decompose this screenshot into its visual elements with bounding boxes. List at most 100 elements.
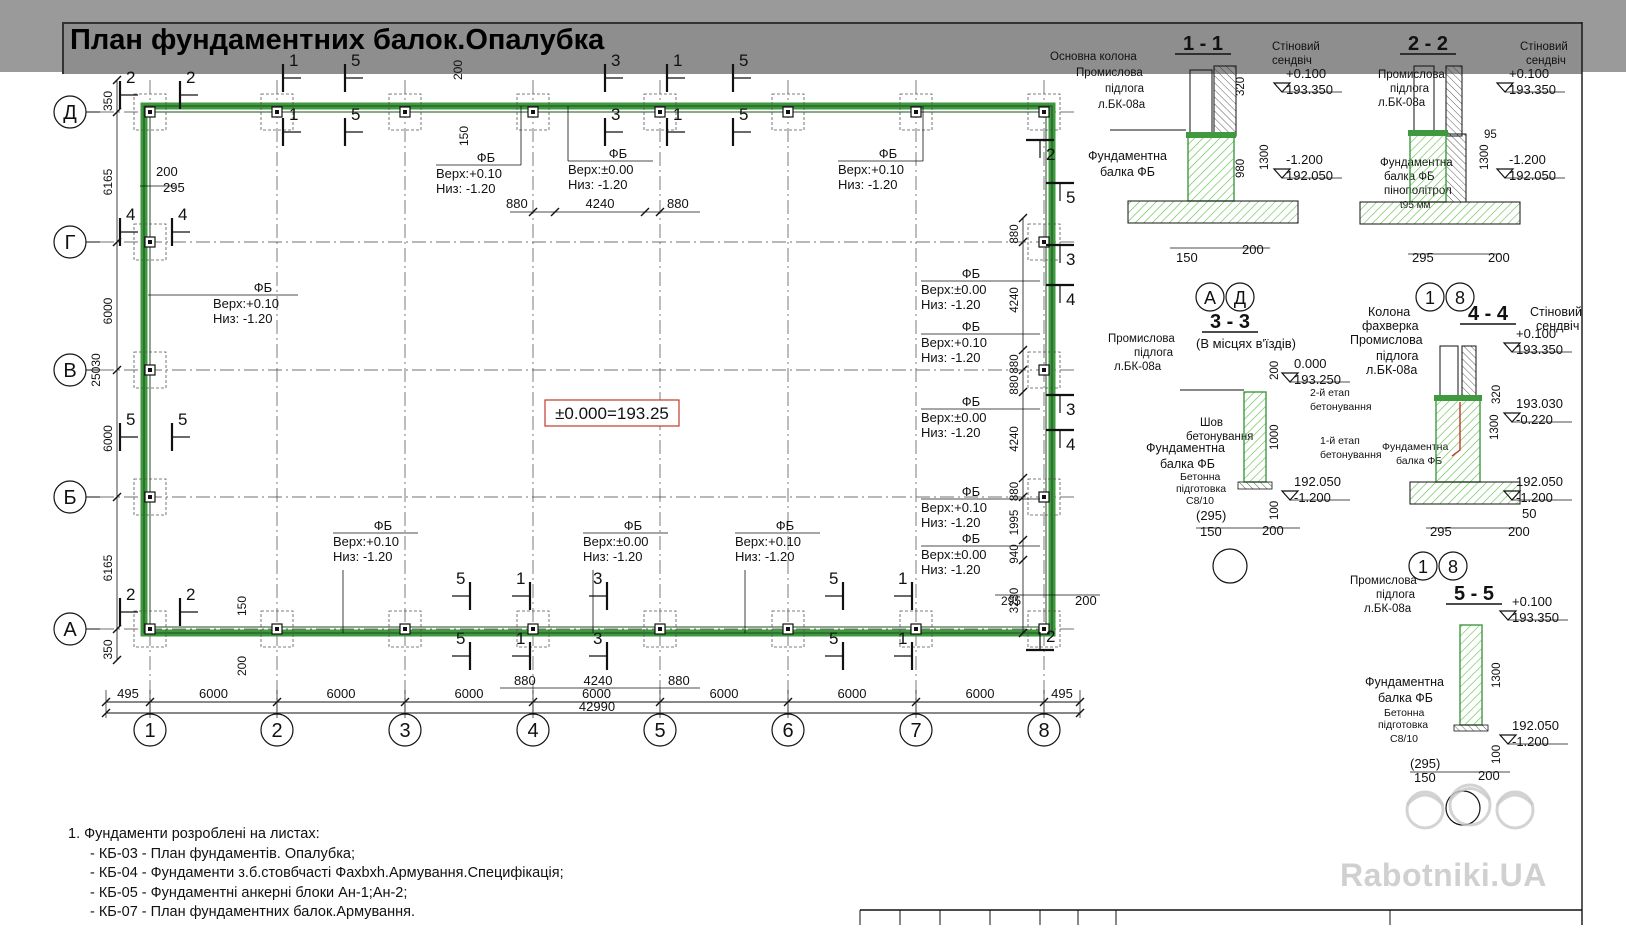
level-value: +0.100 [1516, 326, 1556, 341]
fb-label-name: ФБ [374, 518, 392, 533]
column-core [1042, 627, 1046, 631]
column-core [786, 110, 790, 114]
section-label: Фундаментна [1146, 441, 1225, 455]
section-cut-mark: 1 [894, 629, 914, 670]
column-pad [388, 93, 422, 131]
section-dim: 150 [1200, 524, 1222, 539]
dimension-tick [528, 207, 538, 217]
axis-label-row: Д [63, 102, 77, 124]
section-label: балка ФБ [1100, 165, 1155, 179]
section-axis-bubble [1225, 282, 1255, 312]
elevation-mark: ±0.000=193.25 [555, 404, 669, 423]
dimension-tick [112, 107, 122, 117]
section-axis-label: А [1204, 288, 1216, 308]
section-sandwich-panel [1213, 65, 1237, 137]
section-axis-bubble [1195, 282, 1225, 312]
section-cut-mark: 4 [118, 205, 138, 246]
fb-label-top: Верх:+0.10 [213, 296, 279, 311]
note-line: - КБ-03 - План фундаментів. Опалубка; [90, 845, 355, 862]
section-cut-mark: 2 [118, 585, 138, 626]
column-pad [899, 610, 933, 648]
level-value: 193.350 [1286, 82, 1333, 97]
section-title-1: 1 - 1 [1183, 33, 1223, 55]
section-dim: 1300 [1259, 144, 1271, 170]
fb-label-bottom: Низ: -1.20 [921, 297, 980, 312]
section-concrete-base [1237, 481, 1273, 490]
section-cut-mark: 3 [589, 629, 609, 670]
section-cut-label: 5 [1066, 188, 1075, 207]
dimension-value: 1995 [1009, 510, 1021, 536]
section-axis-label: Д [1234, 288, 1246, 308]
dimension-value: 150 [457, 126, 471, 146]
note-line: - КБ-05 - Фундаментні анкерні блоки Ан-1… [90, 884, 408, 901]
dimension-value: 6000 [101, 297, 115, 324]
section-label: підлога [1105, 83, 1145, 95]
section-foundation-beam [1435, 397, 1481, 483]
section-cut-mark: 2 [178, 68, 198, 109]
column-pad [643, 93, 677, 131]
section-footing [1409, 481, 1521, 505]
section-cut-label: 5 [351, 105, 360, 124]
section-cut-label: 5 [178, 410, 187, 429]
section-beam-top [1186, 132, 1236, 138]
dimension-tick [911, 697, 921, 707]
axis-label-column: 6 [782, 720, 793, 742]
section-label: Промислова [1350, 333, 1423, 347]
section-title-3: 3 - 3 [1210, 311, 1250, 333]
dimension-value: 6000 [455, 686, 484, 701]
section-cut-mark: 2 [118, 68, 138, 109]
column-core [1042, 495, 1046, 499]
level-value: 192.050 [1286, 168, 1333, 183]
elevation-mark-group: ±0.000=193.25 [544, 399, 680, 427]
section-cut-label: 2 [126, 68, 135, 87]
level-value: 192.050 [1512, 718, 1559, 733]
section-label: Основна колона [1050, 51, 1137, 63]
section-cut-label: 4 [1066, 290, 1075, 309]
section-cut-label: 5 [829, 569, 838, 588]
dimension-tick [112, 492, 122, 502]
column-core [403, 110, 407, 114]
dimension-value: 150 [235, 596, 249, 616]
dimension-total: 25030 [89, 353, 103, 387]
dimension-value: 6000 [327, 686, 356, 701]
dimension-total: 42990 [579, 699, 615, 714]
level-value: -1.200 [1509, 152, 1546, 167]
section-cut-label: 2 [1046, 145, 1055, 164]
section-title-4: 4 - 4 [1468, 303, 1509, 325]
section-title-5: 5 - 5 [1454, 583, 1494, 605]
section-axis-label: 1 [1425, 288, 1435, 308]
dimension-tick [1018, 365, 1028, 375]
section-foundation-beam [1409, 133, 1447, 203]
dimension-tick [400, 697, 410, 707]
dimension-tick [1018, 473, 1028, 483]
level-marker-icon [1498, 610, 1518, 621]
fb-label-bottom: Низ: -1.20 [838, 177, 897, 192]
dimension-tick [1018, 387, 1028, 397]
dimension-tick [272, 697, 282, 707]
level-marker-icon [1502, 490, 1522, 501]
section-cut-label: 2 [186, 68, 195, 87]
section-cut-mark: 5 [170, 410, 190, 451]
section-cut-label: 3 [1066, 400, 1075, 419]
section-dim: (295) [1410, 756, 1440, 771]
section-cut-mark: 1 [281, 105, 301, 146]
section-cut-label: 5 [456, 569, 465, 588]
section-cut-mark: 5 [1046, 181, 1075, 207]
level-value: 193.030 [1516, 396, 1563, 411]
column-core [914, 627, 918, 631]
axis-label-column: 1 [144, 720, 155, 742]
level-marker-icon [1280, 490, 1300, 501]
fb-label-top: Верх:+0.10 [333, 534, 399, 549]
fb-label-name: ФБ [962, 319, 980, 334]
section-label: Промислова [1350, 575, 1417, 587]
section-cut-label: 2 [1046, 627, 1055, 646]
section-dim: 150 [1414, 770, 1436, 785]
section-label: балка ФБ [1378, 691, 1433, 705]
section-label: л.БК-08а [1098, 99, 1146, 111]
